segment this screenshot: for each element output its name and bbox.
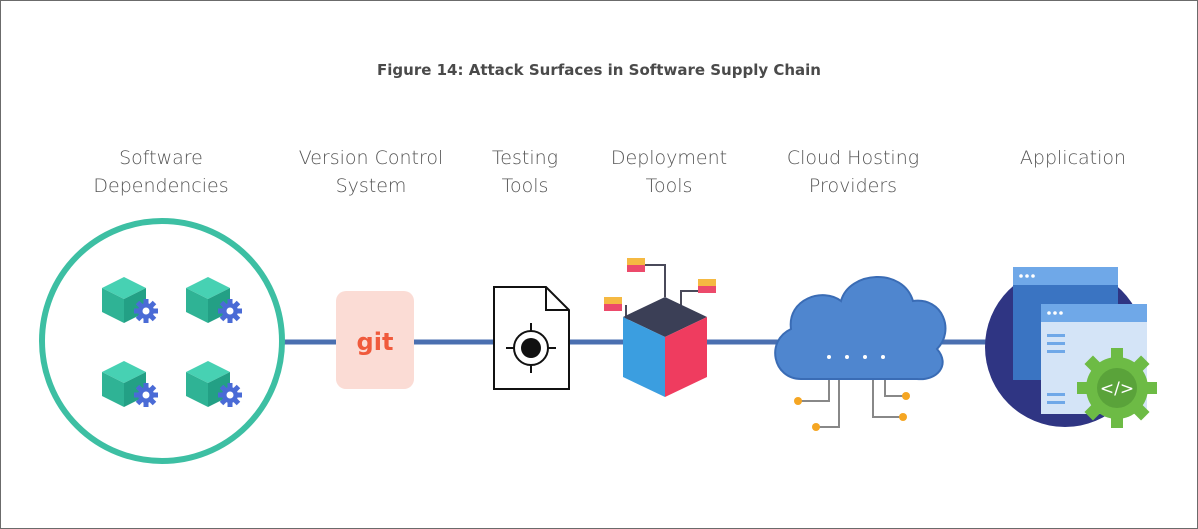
application-window-icon: </> [985,267,1157,428]
git-badge-text: git [357,328,394,356]
label-testing-tools: Testing Tools [491,147,559,197]
label-application: Application [1019,147,1127,169]
label-software-dependencies: Software Dependencies [93,147,229,197]
deployment-cube-icon [604,258,716,397]
label-version-control-system: Version Control System [298,147,444,197]
code-gear-icon: </> [1077,348,1157,428]
git-icon: git [336,291,414,389]
label-cloud-hosting-providers: Cloud Hosting Providers [786,147,920,197]
svg-text:</>: </> [1100,379,1134,399]
dependencies-cubes-icon [39,218,285,464]
label-deployment-tools: Deployment Tools [610,147,728,197]
cloud-icon [774,276,947,431]
target-document-icon [493,286,570,390]
figure-title: Figure 14: Attack Surfaces in Software S… [377,61,821,79]
